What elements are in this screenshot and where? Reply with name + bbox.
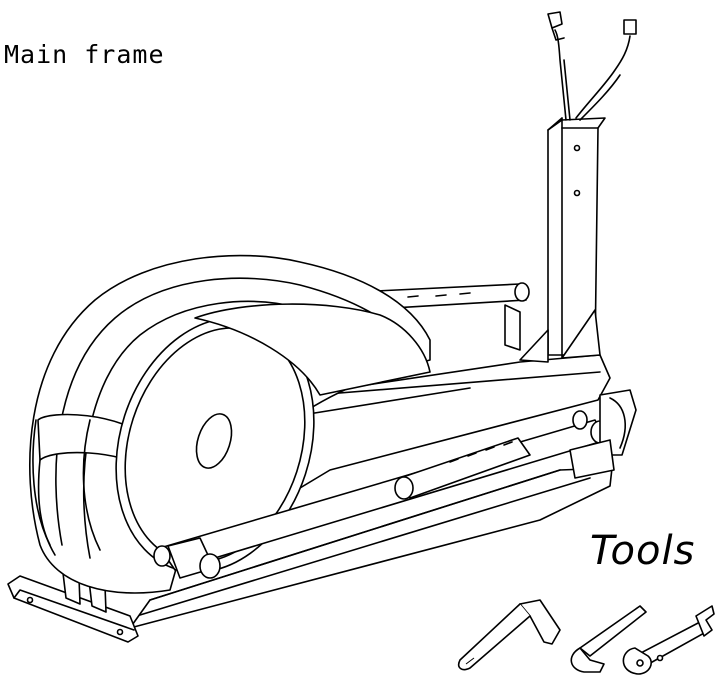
adjustable-tube xyxy=(394,437,531,500)
main-frame-label: Main frame xyxy=(4,40,165,69)
rear-bracket xyxy=(569,389,637,479)
tools-label: Tools xyxy=(590,528,696,574)
upright-post xyxy=(519,117,606,363)
wrench-icon xyxy=(622,605,715,675)
allen-key-icon xyxy=(457,599,561,671)
base-rail xyxy=(129,467,613,629)
flywheel-disc xyxy=(115,303,431,573)
allen-key-icon-2 xyxy=(570,605,647,673)
console-cables xyxy=(547,11,637,121)
